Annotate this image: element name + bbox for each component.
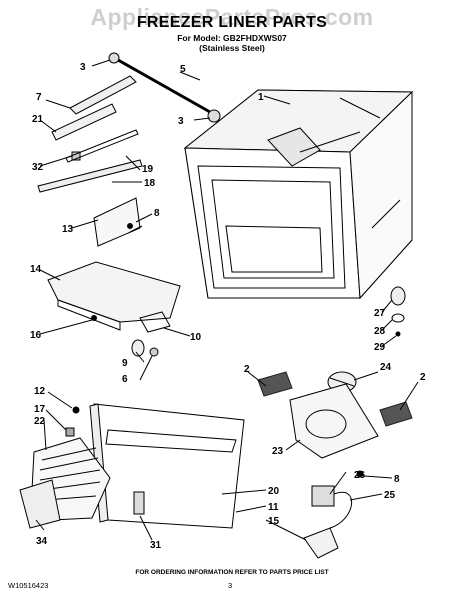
callout-2: 2 xyxy=(420,372,426,383)
fan-housing xyxy=(289,383,379,459)
callout-8: 8 xyxy=(154,208,160,219)
callout-18: 18 xyxy=(144,178,156,189)
callout-2: 2 xyxy=(244,364,250,375)
callout-15: 15 xyxy=(268,516,280,527)
callout-5: 5 xyxy=(180,64,186,75)
document-code: W10516423 xyxy=(8,581,49,590)
callout-8: 8 xyxy=(394,474,400,485)
callout-9: 9 xyxy=(122,358,128,369)
callout-14: 14 xyxy=(30,264,42,275)
callout-13: 13 xyxy=(62,224,74,235)
callout-21: 21 xyxy=(32,114,44,125)
callout-10: 10 xyxy=(190,332,202,343)
callout-19: 19 xyxy=(142,164,154,175)
callout-23: 23 xyxy=(272,446,284,457)
freezer-liner xyxy=(183,89,414,300)
model-number: For Model: GB2FHDXWS07 xyxy=(177,33,287,43)
callout-29: 29 xyxy=(374,342,386,353)
callout-31: 31 xyxy=(150,540,162,551)
callout-6: 6 xyxy=(122,374,128,385)
rear-panel xyxy=(93,403,245,529)
callout-20: 20 xyxy=(268,486,280,497)
ordering-note: FOR ORDERING INFORMATION REFER TO PARTS … xyxy=(135,569,329,576)
page-title: FREEZER LINER PARTS xyxy=(136,14,328,31)
slide-rail xyxy=(69,75,137,115)
callout-25: 25 xyxy=(384,490,396,501)
page-number: 3 xyxy=(228,581,233,590)
callout-26: 26 xyxy=(354,470,366,481)
callout-3: 3 xyxy=(80,62,86,73)
callout-17: 17 xyxy=(34,404,46,415)
callout-34: 34 xyxy=(36,536,48,547)
callout-3: 3 xyxy=(178,116,184,127)
callout-11: 11 xyxy=(268,502,279,513)
callout-1: 1 xyxy=(258,92,264,103)
callout-16: 16 xyxy=(30,330,42,341)
model-variant: (Stainless Steel) xyxy=(199,43,265,53)
callout-32: 32 xyxy=(32,162,44,173)
watermark: AppliancePartsPros.com xyxy=(90,4,374,30)
callout-27: 27 xyxy=(374,308,386,319)
callout-7: 7 xyxy=(36,92,42,103)
callout-24: 24 xyxy=(380,362,392,373)
callout-28: 28 xyxy=(374,326,386,337)
callout-22: 22 xyxy=(34,416,46,427)
callout-12: 12 xyxy=(34,386,46,397)
rod xyxy=(117,58,211,114)
